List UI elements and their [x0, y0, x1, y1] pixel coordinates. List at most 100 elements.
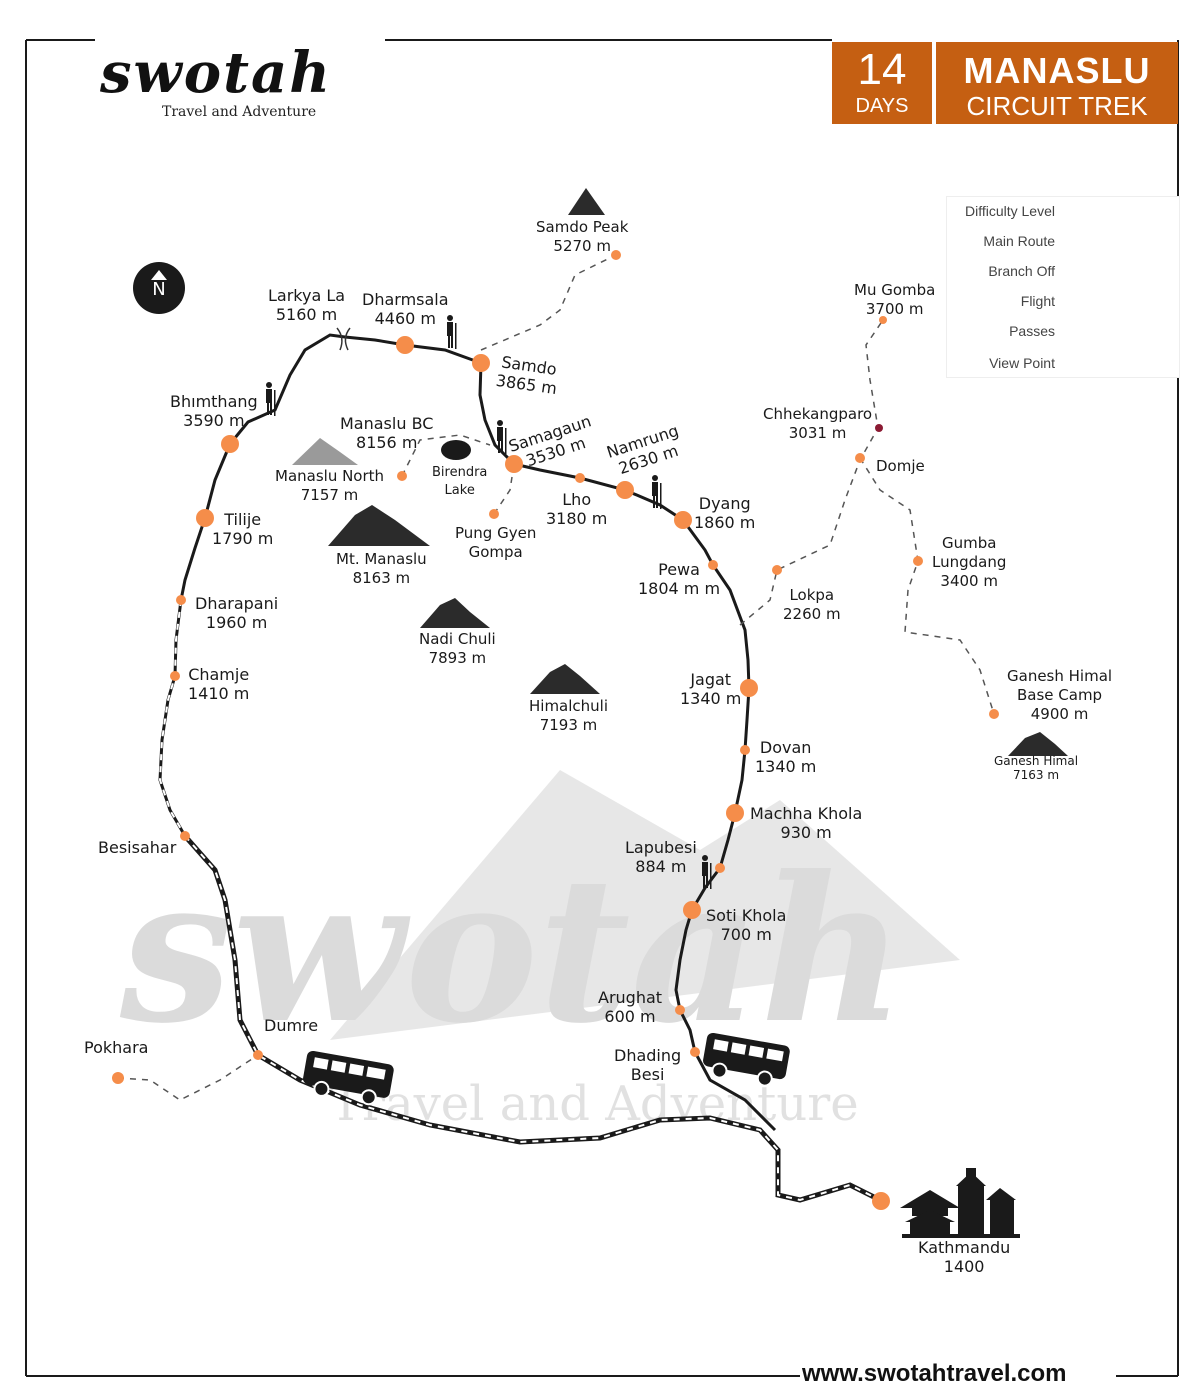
stop-ganesh-bc — [989, 709, 999, 719]
stop-dovan — [740, 745, 750, 755]
stop-lokpa — [772, 565, 782, 575]
hiker-icons — [266, 315, 712, 889]
mountain-icon — [530, 664, 600, 694]
compass-north-icon: N — [133, 262, 185, 314]
days-label: DAYS — [855, 95, 909, 117]
stop-kathmandu — [872, 1192, 890, 1210]
bus-icon — [703, 1032, 790, 1087]
stop-bhimthang — [221, 435, 239, 453]
stop-tilije — [196, 509, 214, 527]
website-url[interactable]: www.swotahtravel.com — [800, 1360, 1069, 1388]
temple-icon — [900, 1168, 1020, 1238]
legend-main-route: Main Route — [983, 233, 1055, 249]
stop-dharapani — [176, 595, 186, 605]
main-route — [158, 443, 232, 837]
legend-branch-off: Branch Off — [988, 263, 1055, 279]
svg-text:Travel and Adventure: Travel and Adventure — [330, 1076, 859, 1132]
hiker-icon — [652, 475, 662, 509]
stop-domje — [855, 453, 865, 463]
mountain-icon — [568, 188, 605, 215]
stop-samdo-peak — [611, 250, 621, 260]
mountain-icon — [328, 505, 430, 546]
stop-namrung — [616, 481, 634, 499]
trek-title-line1: MANASLU — [963, 50, 1151, 91]
legend-view-point: View Point — [989, 355, 1055, 371]
mountain-icon — [292, 438, 358, 465]
stop-jagat — [740, 679, 758, 697]
stop-arughat — [675, 1005, 685, 1015]
stop-pewa — [708, 560, 718, 570]
mountain-icon — [1008, 732, 1068, 756]
stop-lapubesi — [715, 863, 725, 873]
stop-lho — [575, 473, 585, 483]
mountain-icons — [292, 188, 1068, 756]
road-dash-overlay-west — [158, 599, 186, 837]
trek-title-line2: CIRCUIT TREK — [966, 91, 1148, 121]
brand-tagline: Travel and Adventure — [162, 104, 317, 120]
svg-text:swotah: swotah — [119, 833, 906, 1068]
legend-passes: Passes — [1009, 323, 1055, 339]
stop-manaslu-north — [397, 471, 407, 481]
stop-dumre — [253, 1050, 263, 1060]
stop-gumba-lungdang — [913, 556, 923, 566]
hiker-icon — [702, 855, 712, 889]
hiker-icon — [497, 420, 507, 454]
pass-icon — [336, 327, 351, 351]
label-besisahar: Besisahar — [98, 838, 177, 857]
bus-icon — [303, 1050, 394, 1106]
brand-name: swotah — [100, 40, 332, 106]
road-dash-overlay — [184, 835, 881, 1202]
stop-dharmsala — [396, 336, 414, 354]
label-pokhara: Pokhara — [84, 1038, 149, 1057]
stop-pokhara — [112, 1072, 124, 1084]
days-number: 14 — [857, 45, 907, 94]
label-dumre: Dumre — [264, 1016, 319, 1035]
trek-title-badge: MANASLU CIRCUIT TREK — [936, 42, 1178, 124]
stop-pung-gyen — [489, 509, 499, 519]
stop-samdo — [472, 354, 490, 372]
birendra-lake — [441, 440, 471, 460]
map-legend: Difficulty Level Main Route Branch Off F… — [946, 196, 1180, 378]
branch-routes — [117, 254, 995, 1101]
label-domje: Domje — [876, 457, 925, 475]
stop-soti-khola — [683, 901, 701, 919]
mountain-icon — [420, 598, 490, 628]
legend-difficulty: Difficulty Level — [964, 203, 1055, 219]
days-badge: 14 DAYS — [832, 42, 932, 124]
hiker-icon — [447, 315, 457, 349]
stop-samagaun — [505, 455, 523, 473]
viewpoint-chhekangparo — [875, 424, 883, 432]
stop-besisahar — [180, 831, 190, 841]
legend-flight: Flight — [1020, 293, 1055, 309]
